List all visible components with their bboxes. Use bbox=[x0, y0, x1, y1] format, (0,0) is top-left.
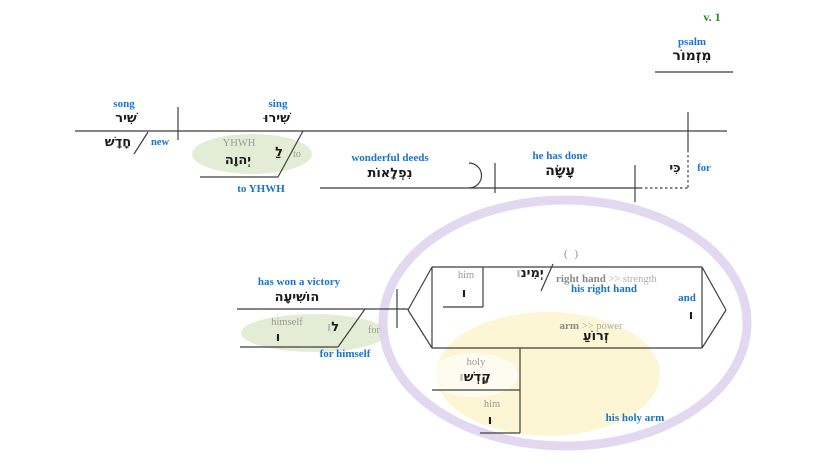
reflexive-prep-gloss: for bbox=[368, 325, 380, 336]
arm-hebrew: זְרוֹעַ bbox=[582, 329, 610, 344]
him-upper-label: him bbox=[457, 270, 475, 281]
yhwh-label: YHWH bbox=[222, 138, 256, 149]
new-hebrew: חָדָשׁ bbox=[104, 135, 132, 150]
verb1-gloss: he has done bbox=[532, 150, 588, 162]
and-gloss: and bbox=[678, 292, 696, 304]
verb2-hebrew: הוֹשִׁיעָה bbox=[274, 290, 320, 305]
holy-hebrew-group: קָדְשׁו bbox=[459, 371, 491, 384]
arm-arrow: >> bbox=[579, 321, 597, 332]
psalm-hebrew: מִזְמוֹר bbox=[672, 48, 712, 64]
arm-gloss: arm bbox=[559, 320, 580, 332]
yhwh-prep-gloss: to bbox=[293, 149, 301, 160]
diagram-lines bbox=[75, 71, 733, 434]
himself-label: himself bbox=[271, 317, 303, 328]
sing-gloss: sing bbox=[268, 98, 288, 110]
psalm-gloss: psalm bbox=[677, 36, 707, 48]
object-hebrew: נִפְלָאוֹת bbox=[367, 166, 413, 181]
object-gloss: wonderful deeds bbox=[351, 152, 429, 164]
oval-for-himself bbox=[241, 314, 387, 352]
his-holy-arm-phrase: his holy arm bbox=[605, 412, 665, 424]
holy-hebrew: קָדְשׁ bbox=[463, 370, 491, 385]
himself-hebrew: ו bbox=[275, 330, 281, 345]
his-right-hand-phrase: his right hand bbox=[570, 283, 638, 295]
verb2-gloss: has won a victory bbox=[257, 276, 341, 288]
right-hand-sense: strength bbox=[622, 274, 657, 285]
yhwh-prep-hebrew: לַ bbox=[275, 145, 283, 160]
right-hand-suffix: ו bbox=[516, 266, 521, 281]
reflexive-prep-suffix: ו bbox=[326, 320, 332, 335]
right-hand-gloss-line: right hand >> strength bbox=[556, 270, 657, 286]
elided-verb-marker: ( ) bbox=[563, 248, 581, 260]
song-gloss: song bbox=[113, 98, 135, 110]
song-hebrew: שִׁיר bbox=[115, 111, 137, 126]
oval-to-yhwh bbox=[192, 134, 312, 174]
arm-sense: power bbox=[596, 321, 623, 332]
reflexive-prep: לו bbox=[327, 321, 339, 334]
right-hand-hebrew-group: יְמִינו bbox=[516, 267, 543, 280]
holy-label: holy bbox=[466, 357, 486, 368]
reflexive-prep-hebrew: ל bbox=[331, 320, 340, 335]
arm-gloss-line: arm >> power bbox=[560, 317, 623, 333]
verse-label: v. 1 bbox=[703, 10, 721, 24]
conj1-gloss: for bbox=[697, 163, 711, 174]
holy-suffix: ו bbox=[459, 370, 464, 385]
right-hand-arrow: >> bbox=[605, 274, 623, 285]
to-yhwh-phrase: to YHWH bbox=[237, 183, 285, 195]
him-lower-label: him bbox=[483, 399, 501, 410]
right-hand-gloss: right hand bbox=[556, 273, 606, 285]
and-hebrew: ו bbox=[688, 308, 694, 323]
ring-emphasis bbox=[378, 195, 752, 451]
him-upper-hebrew: ו bbox=[461, 286, 467, 301]
him-lower-hebrew: ו bbox=[487, 413, 493, 428]
verb1-hebrew: עָשָׂה bbox=[545, 163, 575, 179]
highlight-ovals bbox=[192, 134, 752, 451]
yhwh-hebrew: יְהוָה bbox=[224, 153, 252, 168]
for-himself-phrase: for himself bbox=[319, 348, 371, 360]
sing-hebrew: שִׁירוּ bbox=[264, 111, 290, 126]
new-gloss: new bbox=[150, 137, 170, 148]
oval-holy-arm bbox=[436, 312, 660, 436]
right-hand-hebrew: יְמִינ bbox=[520, 266, 544, 281]
oval-holy bbox=[430, 353, 518, 397]
conj1-hebrew: כִּי bbox=[669, 161, 681, 176]
